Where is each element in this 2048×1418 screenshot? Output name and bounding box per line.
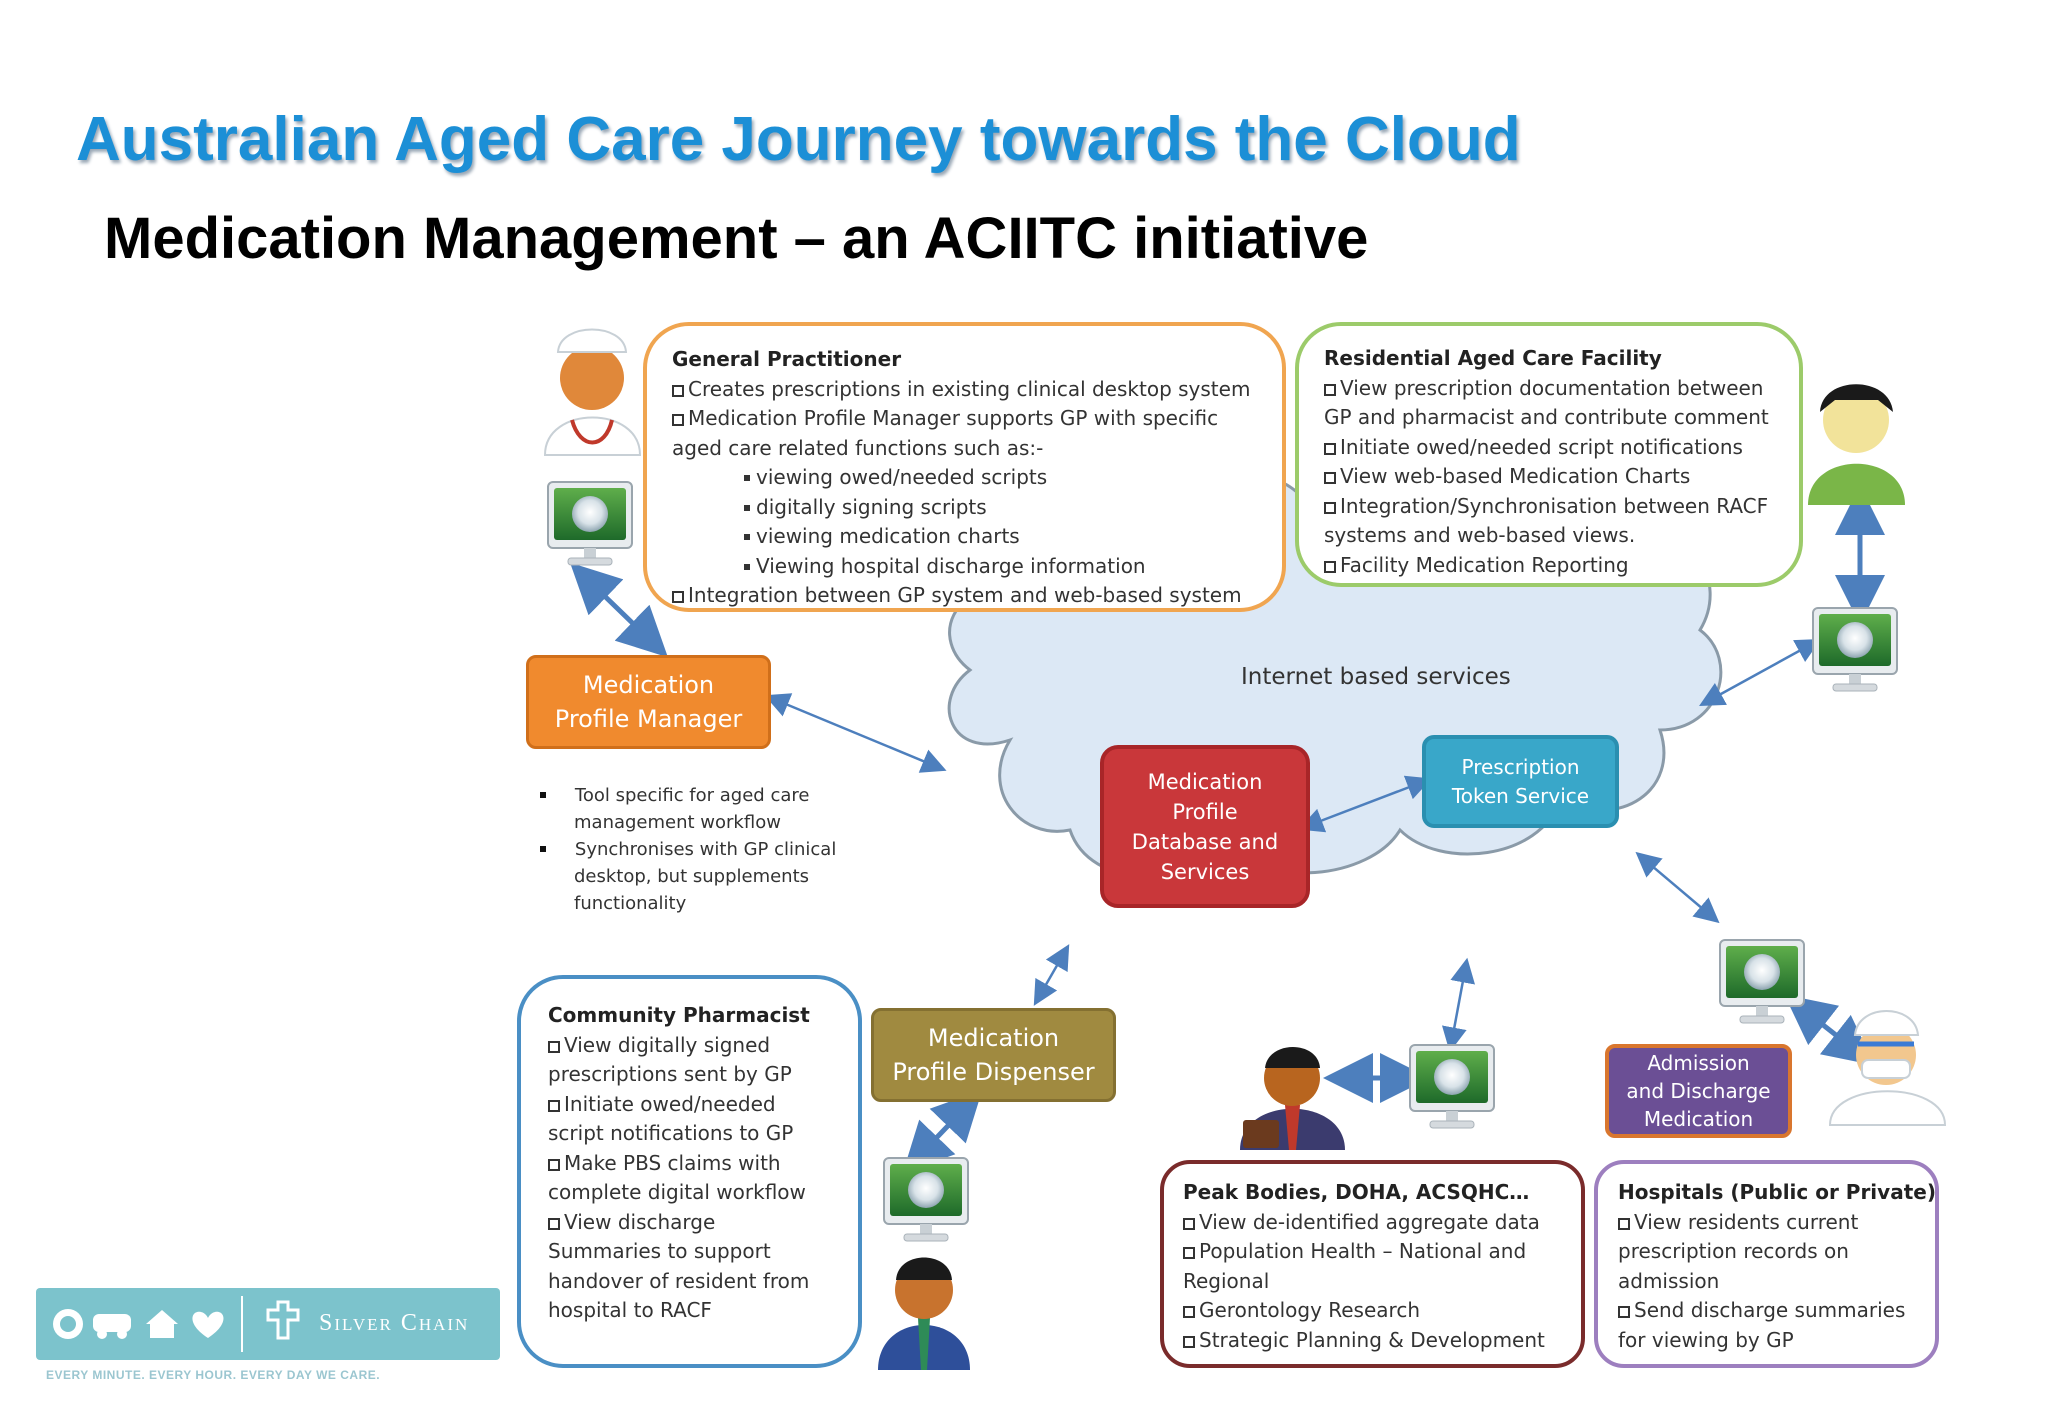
pharmacist-line: hospital to RACF — [548, 1298, 712, 1322]
slide-title: Australian Aged Care Journey towards the… — [76, 105, 1521, 174]
racf-line: GP and pharmacist and contribute comment — [1324, 405, 1769, 429]
connection-arrows — [570, 485, 1885, 1174]
peak-line: Gerontology Research — [1199, 1298, 1420, 1322]
hospitals-line: Send discharge summaries — [1634, 1298, 1906, 1322]
peak-line: Strategic Planning & Development — [1199, 1327, 1545, 1352]
admission-label: Admission — [1647, 1051, 1750, 1075]
pharmacist-line: script notifications to GP — [548, 1121, 794, 1145]
token-label: Prescription — [1461, 754, 1580, 779]
logo-tagline: EVERY MINUTE. EVERY HOUR. EVERY DAY WE C… — [46, 1368, 381, 1382]
db-label: Medication — [1147, 769, 1263, 794]
hospitals-line: admission — [1618, 1268, 1720, 1293]
hospitals-box — [1594, 1160, 1939, 1368]
mpm-bullet: Tool specific for aged care — [574, 785, 810, 806]
dispenser-label: Medication — [927, 1024, 1060, 1052]
pharmacist-line: View digitally signed — [564, 1032, 771, 1057]
token-label: Token Service — [1451, 783, 1590, 808]
logo-brand: Silver Chain — [319, 1310, 470, 1336]
gp-subitem: Viewing hospital discharge information — [756, 553, 1146, 578]
mpm-bullet: Synchronises with GP clinical — [574, 839, 837, 860]
surgeon-icon — [1828, 1010, 1947, 1126]
nurse-icon — [1808, 384, 1905, 505]
hospitals-line: for viewing by GP — [1618, 1327, 1794, 1352]
general-practitioner-text: General Practitioner Creates prescriptio… — [672, 345, 1250, 611]
mpm-bullet: desktop, but supplements — [574, 866, 810, 887]
db-label: Services — [1160, 859, 1250, 884]
peak-line: View de-identified aggregate data — [1199, 1209, 1540, 1234]
hospitals-line: prescription records on — [1618, 1239, 1849, 1263]
gp-subitem: viewing medication charts — [756, 524, 1020, 548]
doctor-icon — [543, 328, 642, 456]
peak-heading: Peak Bodies, DOHA, ACSQHC… — [1183, 1180, 1530, 1204]
racf-line: systems and web-based views. — [1324, 523, 1636, 547]
medication-profile-manager-node: Medication Profile Manager — [526, 655, 771, 749]
monitor-icon — [1719, 939, 1805, 1024]
community-pharmacist-box — [517, 975, 862, 1368]
gp-line: Creates prescriptions in existing clinic… — [688, 376, 1251, 401]
hospitals-line: View residents current — [1634, 1209, 1859, 1234]
pharmacist-line: Summaries to support — [548, 1239, 771, 1263]
gp-subitem: viewing owed/needed scripts — [756, 465, 1048, 489]
medication-profile-database-node: Medication Profile Database and Services — [1100, 745, 1310, 908]
monitor-icon — [883, 1157, 969, 1242]
racf-line: Initiate owed/needed script notification… — [1340, 434, 1743, 459]
slide-subtitle: Medication Management – an ACIITC initia… — [104, 206, 1369, 271]
gp-heading: General Practitioner — [672, 347, 902, 371]
general-practitioner-box — [643, 322, 1286, 612]
pharmacist-line: handover of resident from — [548, 1268, 810, 1293]
logo-graphic — [53, 1296, 300, 1352]
peak-bodies-box — [1160, 1160, 1585, 1368]
racf-text: Residential Aged Care Facility View pres… — [1324, 344, 1769, 580]
db-label: Profile — [1172, 799, 1238, 824]
peak-line: Population Health – National and — [1199, 1239, 1527, 1263]
mpm-bullet: management workflow — [574, 812, 781, 833]
gp-line: aged care related functions such as:- — [672, 435, 1044, 460]
racf-heading: Residential Aged Care Facility — [1324, 346, 1662, 370]
db-label: Database and — [1131, 829, 1279, 854]
racf-line: View prescription documentation between — [1340, 375, 1764, 400]
gp-line: Integration between GP system and web-ba… — [688, 583, 1242, 607]
pharmacist-line: complete digital workflow — [548, 1180, 806, 1204]
racf-box — [1295, 322, 1803, 587]
pharmacist-heading: Community Pharmacist — [548, 1003, 810, 1027]
gp-subitem: digitally signing scripts — [756, 494, 987, 519]
pharmacist-line: View discharge — [564, 1209, 716, 1234]
mpm-bullets: Tool specific for aged care management w… — [540, 782, 836, 917]
racf-line: Facility Medication Reporting — [1340, 552, 1629, 577]
peak-line: Regional — [1183, 1268, 1270, 1293]
pharmacist-line: Make PBS claims with — [564, 1150, 781, 1175]
peak-bodies-text: Peak Bodies, DOHA, ACSQHC… View de-ident… — [1183, 1178, 1545, 1355]
monitor-icon — [1409, 1044, 1495, 1129]
community-pharmacist-text: Community Pharmacist View digitally sign… — [548, 1001, 810, 1326]
pharmacist-line: prescriptions sent by GP — [548, 1062, 792, 1086]
mpm-bullet: functionality — [574, 893, 687, 914]
gp-line: Medication Profile Manager supports GP w… — [688, 406, 1219, 430]
mpm-label: Profile Manager — [554, 705, 743, 733]
hospitals-text: Hospitals (Public or Private) View resid… — [1618, 1178, 1936, 1355]
medication-profile-dispenser-node: Medication Profile Dispenser — [871, 1008, 1116, 1102]
businessman-icon — [1240, 1047, 1345, 1150]
prescription-token-service-node: Prescription Token Service — [1422, 735, 1619, 828]
dispenser-label: Profile Dispenser — [892, 1058, 1095, 1086]
cloud-label: Internet based services — [1241, 664, 1511, 690]
hospitals-heading: Hospitals (Public or Private) — [1618, 1180, 1936, 1204]
monitor-icon — [1812, 607, 1898, 692]
monitor-icon — [547, 481, 633, 566]
pharmacist-line: Initiate owed/needed — [564, 1091, 776, 1116]
racf-line: Integration/Synchronisation between RACF — [1340, 493, 1769, 518]
admission-discharge-node: Admission and Discharge Medication — [1605, 1044, 1792, 1138]
racf-line: View web-based Medication Charts — [1340, 464, 1691, 488]
mpm-label: Medication — [582, 671, 715, 699]
admission-label: and Discharge — [1626, 1079, 1771, 1103]
admission-label: Medication — [1643, 1107, 1754, 1131]
silver-chain-logo: Silver Chain — [36, 1288, 500, 1360]
pharmacist-person-icon — [878, 1257, 970, 1370]
